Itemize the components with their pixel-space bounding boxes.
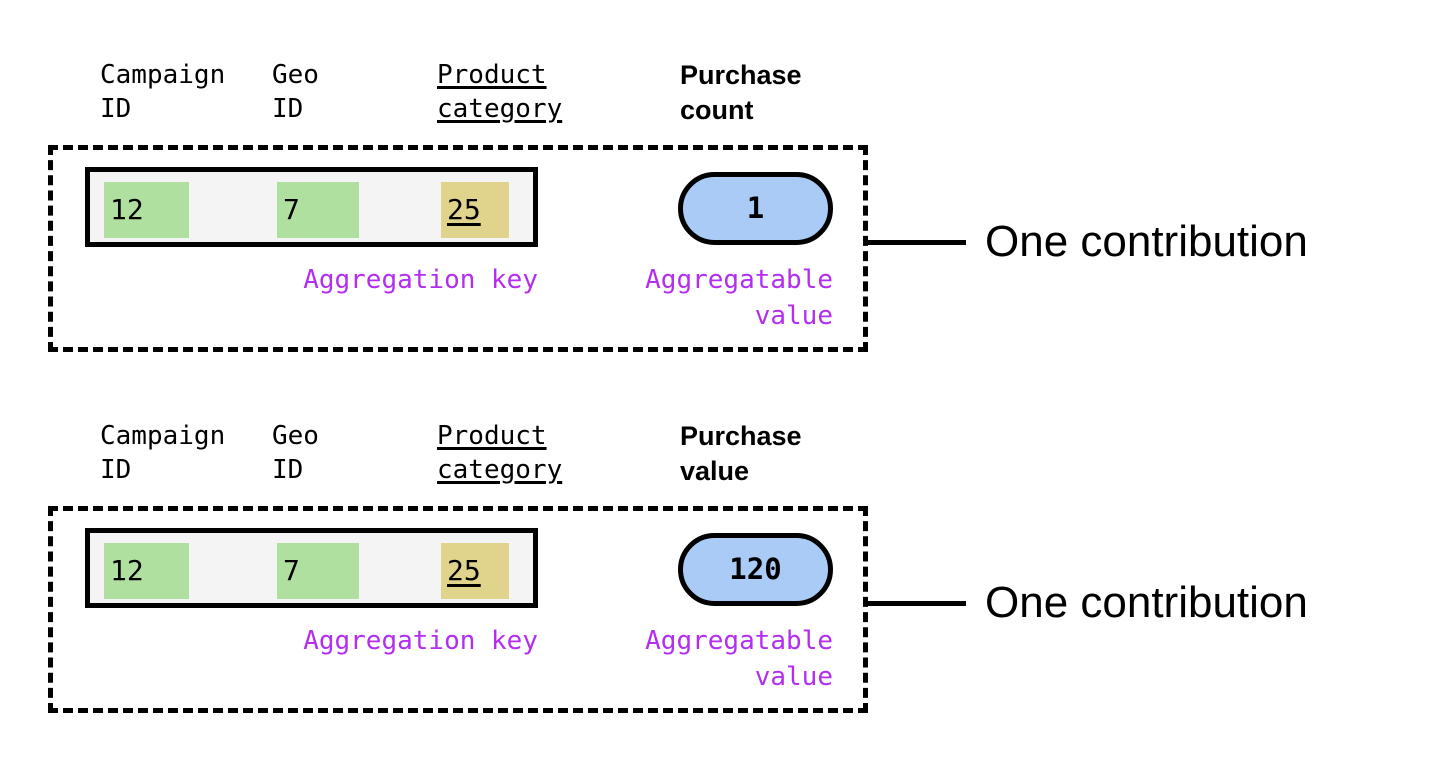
key-cell-product-category: 25 xyxy=(441,182,509,238)
aggregation-key-bar: 12 7 25 xyxy=(85,167,538,247)
header-geo-id: Geo ID xyxy=(272,60,319,124)
column-headers: Campaign ID Geo ID Product category Purc… xyxy=(0,419,1442,499)
aggregatable-value-pill: 1 xyxy=(678,172,833,245)
header-product-line2: category xyxy=(437,94,563,124)
header-product-category: Product category xyxy=(437,58,562,126)
contribution-boundary: 12 7 25 120 Aggregation key Aggregatable… xyxy=(48,506,868,713)
annotation-aggregation-key: Aggregation key xyxy=(303,626,538,656)
header-product-line1: Product xyxy=(437,60,547,90)
aggregatable-value-pill: 120 xyxy=(678,533,833,606)
header-campaign-id: Campaign ID xyxy=(100,60,226,124)
header-geo-id: Geo ID xyxy=(272,421,319,485)
header-product-category: Product category xyxy=(437,419,562,487)
key-cell-campaign-id: 12 xyxy=(104,182,189,238)
key-cell-product-category-value: 25 xyxy=(447,554,481,587)
key-cell-campaign-id-value: 12 xyxy=(110,193,144,226)
header-campaign-id: Campaign ID xyxy=(100,421,226,485)
key-cell-campaign-id-value: 12 xyxy=(110,554,144,587)
header-measure: Purchase count xyxy=(680,60,802,125)
key-cell-geo-id-value: 7 xyxy=(283,193,300,226)
key-cell-geo-id: 7 xyxy=(277,543,359,599)
key-cell-product-category-value: 25 xyxy=(447,193,481,226)
annotation-aggregatable-value: Aggregatable value xyxy=(645,265,833,331)
header-product-line1: Product xyxy=(437,421,547,451)
aggregation-key-bar: 12 7 25 xyxy=(85,528,538,608)
aggregatable-value-number: 1 xyxy=(746,191,765,225)
callout-leader-line xyxy=(866,601,966,606)
contribution-boundary: 12 7 25 1 Aggregation key Aggregatable v… xyxy=(48,145,868,352)
callout-label: One contribution xyxy=(985,578,1308,627)
key-cell-geo-id-value: 7 xyxy=(283,554,300,587)
key-cell-product-category: 25 xyxy=(441,543,509,599)
annotation-aggregation-key: Aggregation key xyxy=(303,265,538,295)
aggregatable-value-number: 120 xyxy=(729,552,782,586)
key-cell-geo-id: 7 xyxy=(277,182,359,238)
header-measure: Purchase value xyxy=(680,421,802,486)
key-cell-campaign-id: 12 xyxy=(104,543,189,599)
annotation-aggregatable-value: Aggregatable value xyxy=(645,626,833,692)
column-headers: Campaign ID Geo ID Product category Purc… xyxy=(0,58,1442,138)
callout-leader-line xyxy=(866,240,966,245)
header-product-line2: category xyxy=(437,455,563,485)
callout-label: One contribution xyxy=(985,217,1308,266)
